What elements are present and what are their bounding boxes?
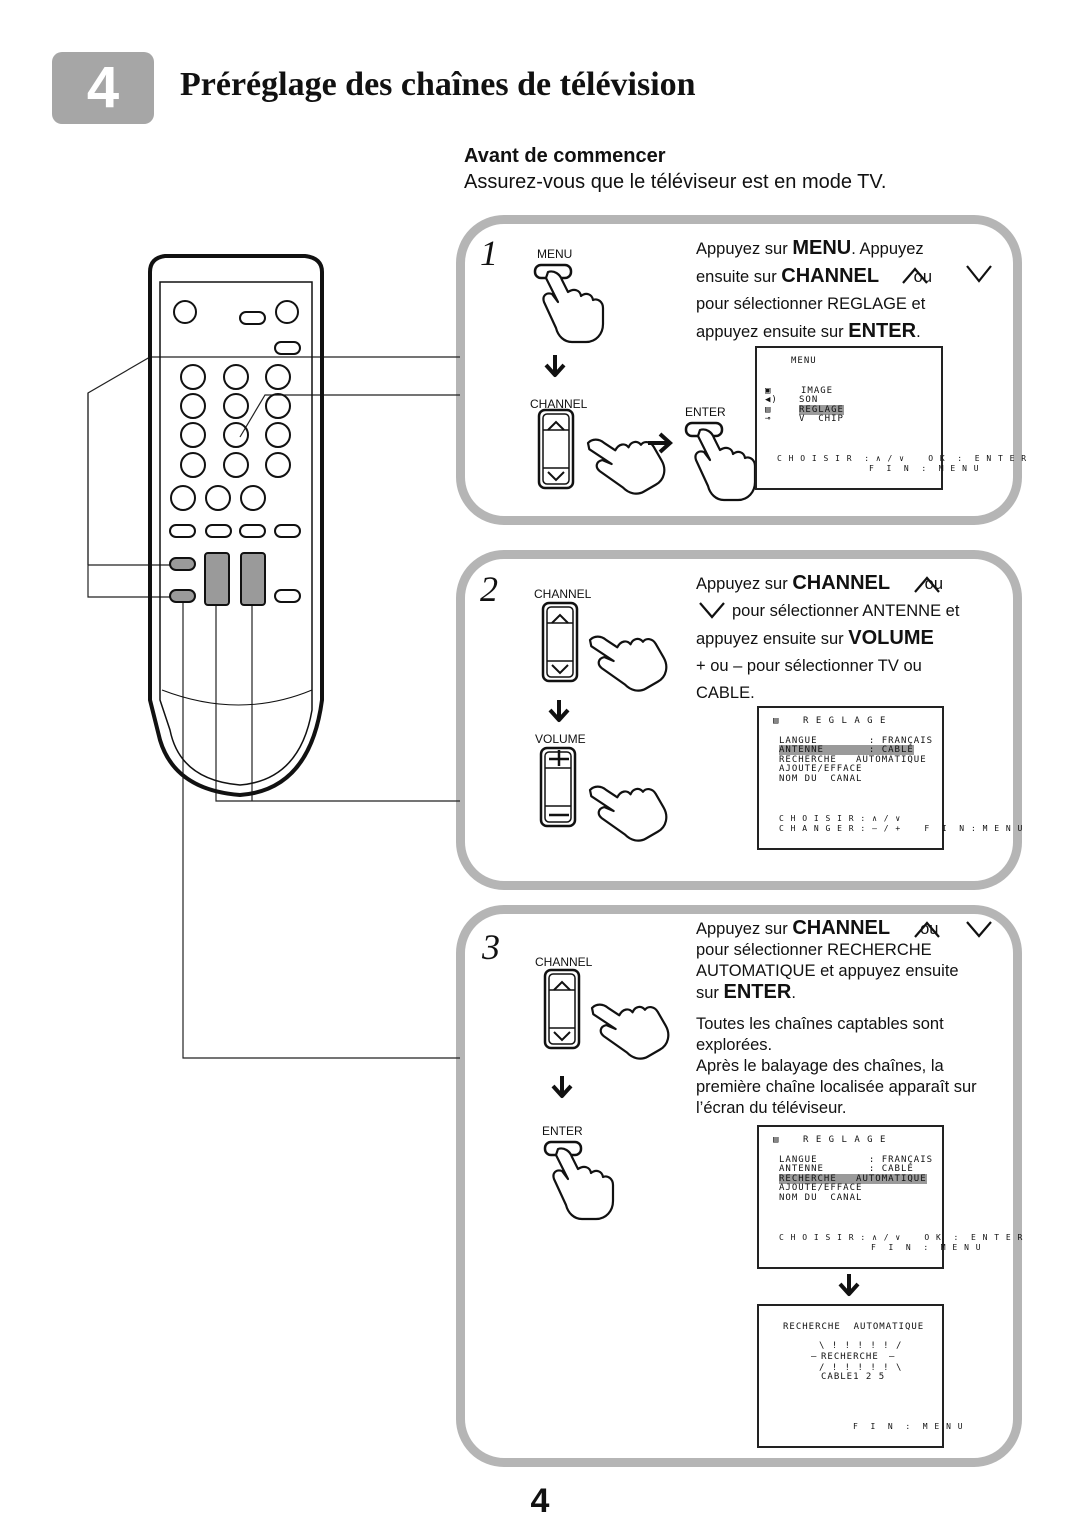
intro-text: Assurez-vous que le téléviseur est en mo… [464,171,887,193]
remote-control [148,254,324,798]
step3-enter-label: ENTER [542,1124,583,1138]
step1-number: 1 [480,233,498,273]
chevron-icons [699,265,992,938]
step3-graphics [543,968,860,1296]
intro-heading: Avant de commencer [464,145,666,167]
step2-tv-screen: ▤R E G L A G E LANGUE : FRANÇAIS ANTENNE… [757,706,1022,850]
page-number: 4 [530,1482,550,1520]
step1-enter-label: ENTER [685,405,726,419]
search-progress-screen: RECHERCHE AUTOMATIQUE \ ! ! ! ! ! / – RE… [757,1304,963,1448]
step1-tv-screen: MENU ▣IMAGE ◀)SON ▤REGLAGE ⊸V CHIP C H O… [755,346,1026,490]
step1-graphics [533,263,757,507]
step2-graphics [539,601,674,854]
step1-channel-label: CHANNEL [530,397,588,411]
chapter-number-badge: 4 [52,52,154,124]
step2-volume-label: VOLUME [535,732,586,746]
step3-tv-screen: ▤R E G L A G E LANGUE : FRANÇAIS ANTENNE… [757,1125,1022,1269]
step3-channel-label: CHANNEL [535,955,593,969]
page-title: Préréglage des chaînes de télévision [180,66,696,103]
step1-instructions: Appuyez sur MENU. Appuyez ensuite sur CH… [696,237,933,342]
step2-number: 2 [480,569,498,609]
leader-lines [87,356,460,1059]
step2-instructions: Appuyez sur CHANNEL ou pour sélectionner… [696,572,960,702]
step3-number: 3 [482,927,500,967]
step1-menu-label: MENU [537,247,573,261]
step2-channel-label: CHANNEL [534,587,592,601]
